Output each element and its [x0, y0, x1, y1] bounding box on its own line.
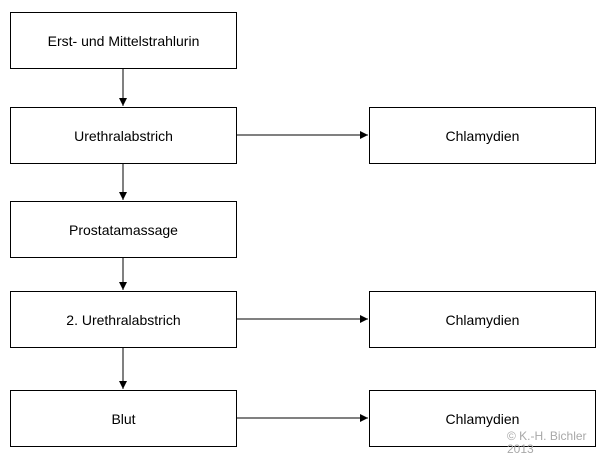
copyright-notice: © K.-H. Bichler 2013 [507, 430, 587, 456]
step-box-4: 2. Urethralabstrich [10, 291, 237, 348]
step-box-1: Erst- und Mittelstrahlurin [10, 12, 237, 69]
copyright-line-1: © K.-H. Bichler [507, 429, 587, 443]
step-box-5: Blut [10, 390, 237, 447]
result-box-1: Chlamydien [369, 107, 596, 164]
step-label-2: Urethralabstrich [74, 127, 173, 144]
step-box-3: Prostatamassage [10, 201, 237, 258]
result-label-1: Chlamydien [445, 127, 520, 144]
result-label-3: Chlamydien [445, 410, 520, 427]
step-label-1: Erst- und Mittelstrahlurin [47, 32, 200, 49]
result-box-3: Chlamydien [369, 390, 596, 447]
step-label-4: 2. Urethralabstrich [66, 311, 181, 328]
copyright-line-2: 2013 [507, 442, 534, 456]
result-label-2: Chlamydien [445, 311, 520, 328]
step-box-2: Urethralabstrich [10, 107, 237, 164]
step-label-3: Prostatamassage [69, 221, 178, 238]
step-label-5: Blut [111, 410, 136, 427]
result-box-2: Chlamydien [369, 291, 596, 348]
